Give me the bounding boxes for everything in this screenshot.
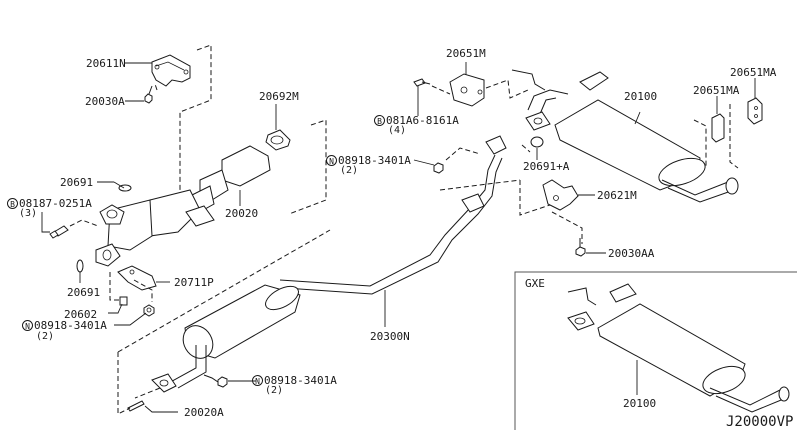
label-20100-gxe: 20100 [623,397,657,410]
label-20691A: 20691+A [523,160,570,173]
diagram-code: J20000VP [726,414,794,430]
qty-08918-left: (2) [36,331,55,342]
heat-shield-20711P[interactable] [117,265,157,291]
gasket-20692M[interactable] [265,129,291,151]
main-muffler-20100[interactable] [511,69,739,203]
label-20691-lower: 20691 [67,286,101,299]
label-20611N: 20611N [86,57,126,70]
label-20100: 20100 [624,90,658,103]
label-20602: 20602 [64,308,98,321]
mount-20651MA-2[interactable] [747,97,763,125]
bolt-type-b-icon: B [7,198,18,209]
front-tube-20020[interactable] [95,145,271,267]
nut-type-n-icon: N [22,320,33,331]
nut-type-n-icon: N [252,375,263,386]
gasket-20691A[interactable] [530,136,544,148]
bolt-08187[interactable] [49,225,69,239]
pre-muffler[interactable] [151,282,302,393]
label-20621M: 20621M [597,189,637,202]
mount-20651MA-1[interactable] [711,113,725,143]
label-20651MA-1: 20651MA [693,84,740,97]
label-20711P: 20711P [174,276,214,289]
qty-08918-bottom: (2) [265,385,284,396]
nut-08918-bottom[interactable] [217,376,228,388]
nut-20602[interactable] [119,296,128,306]
label-20020A: 20020A [184,406,224,419]
label-20020: 20020 [225,207,259,220]
mount-20651M[interactable] [449,73,485,107]
label-20691-upper: 20691 [60,176,94,189]
nut-08918-mid[interactable] [433,162,444,174]
bolt-081A6[interactable] [413,78,431,87]
label-20030AA: 20030AA [608,247,655,260]
label-20692M: 20692M [259,90,299,103]
qty-08918-mid: (2) [340,165,359,176]
label-20651MA-2: 20651MA [730,66,777,79]
inset-label-gxe: GXE [525,277,545,290]
qty-08187: (3) [19,208,38,219]
nut-08918-left[interactable] [143,304,155,317]
bracket-20611N[interactable] [151,54,191,87]
leader-lines [41,62,756,413]
label-20300N: 20300N [370,330,410,343]
bracket-20621M[interactable] [542,179,579,211]
gxe-inset [514,271,797,430]
bolt-20030AA[interactable] [575,238,586,257]
bolt-type-b-icon: B [374,115,385,126]
center-tube-20300N[interactable] [279,135,507,295]
qty-081A6: (4) [388,125,407,136]
label-20651M: 20651M [446,47,486,60]
nut-type-n-icon: N [326,155,337,166]
bolt-20030A[interactable] [144,85,153,104]
gasket-20691-lower[interactable] [76,259,84,273]
stud-20020A[interactable] [127,400,145,412]
label-20030A: 20030A [85,95,125,108]
